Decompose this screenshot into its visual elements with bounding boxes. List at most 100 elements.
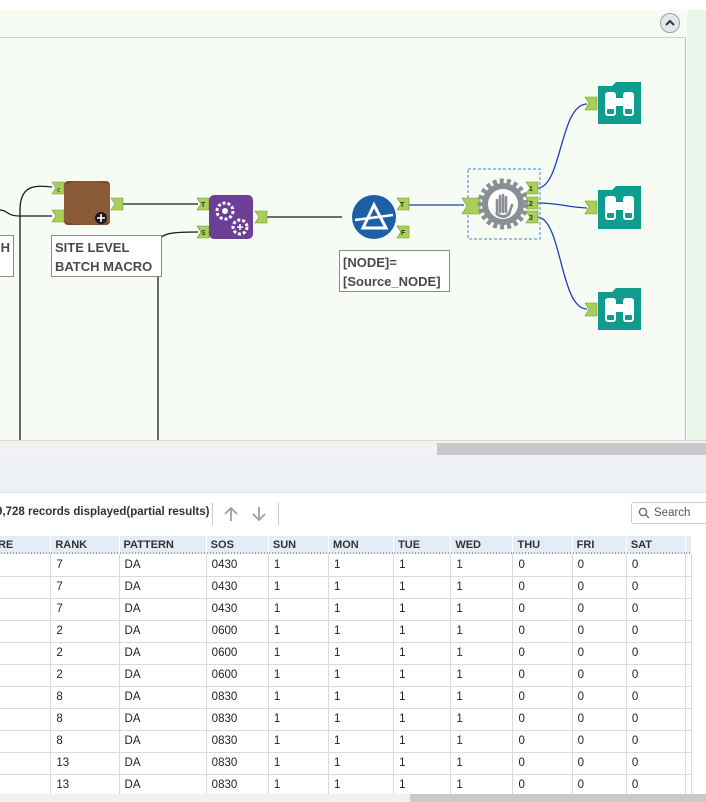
table-cell[interactable]: 0 [572, 554, 627, 577]
table-cell[interactable]: 0600 [206, 642, 269, 665]
table-cell[interactable]: 0430 [206, 576, 269, 599]
table-cell[interactable]: DA [119, 664, 207, 687]
table-cell[interactable]: 1 [450, 774, 514, 794]
column-header[interactable]: TUE [393, 536, 452, 554]
grid-horizontal-scrollbar[interactable] [0, 794, 706, 802]
table-cell[interactable]: 1 [328, 752, 395, 775]
column-header[interactable]: WED [450, 536, 514, 554]
table-cell[interactable]: 0 [572, 642, 627, 665]
table-cell[interactable]: 1 [328, 642, 395, 665]
table-cell[interactable]: 0 [512, 686, 573, 709]
table-cell[interactable] [0, 642, 52, 665]
table-cell[interactable]: 0 [572, 708, 627, 731]
table-cell[interactable]: 2 [50, 664, 120, 687]
anchor-block-out-2[interactable] [525, 196, 539, 210]
table-cell[interactable]: 0 [626, 554, 686, 577]
table-cell[interactable]: 0 [626, 642, 686, 665]
table-cell[interactable]: 1 [450, 554, 514, 577]
table-cell[interactable]: 1 [393, 620, 452, 643]
table-cell[interactable]: 0600 [206, 664, 269, 687]
table-cell[interactable]: 1 [450, 730, 514, 753]
table-cell[interactable]: 0 [626, 752, 686, 775]
table-cell[interactable]: 8 [50, 686, 120, 709]
browse-tool-3[interactable] [584, 288, 641, 330]
anchor-macro-in-c[interactable] [51, 181, 65, 195]
anchor-macro-in-2[interactable] [51, 209, 65, 223]
table-cell[interactable]: DA [119, 730, 207, 753]
table-cell[interactable]: 0 [626, 708, 686, 731]
table-cell[interactable]: 1 [393, 752, 452, 775]
table-cell[interactable]: 1 [268, 774, 330, 794]
table-cell[interactable]: 1 [393, 686, 452, 709]
table-cell[interactable]: 1 [268, 752, 330, 775]
browse-tool-1[interactable] [584, 82, 641, 124]
anchor-join-out[interactable] [254, 210, 268, 224]
column-header[interactable]: SAT [626, 536, 686, 554]
table-cell[interactable] [0, 686, 52, 709]
table-cell[interactable]: 0 [626, 664, 686, 687]
column-header[interactable]: SOS [206, 536, 269, 554]
table-cell[interactable]: 1 [450, 620, 514, 643]
table-cell[interactable] [0, 554, 52, 577]
table-cell[interactable]: 13 [50, 752, 120, 775]
anchor-block-in[interactable] [461, 197, 481, 215]
table-cell[interactable]: 0600 [206, 620, 269, 643]
table-cell[interactable]: 0 [512, 576, 573, 599]
block-until-done-tool[interactable]: 1 2 3 [461, 168, 541, 240]
anchor-block-out-1[interactable] [525, 181, 539, 195]
table-cell[interactable]: 0430 [206, 554, 269, 577]
table-cell[interactable]: 1 [328, 774, 395, 794]
site-level-macro-tool[interactable]: c [51, 181, 124, 225]
table-cell[interactable]: 1 [268, 598, 330, 621]
table-cell[interactable] [0, 598, 52, 621]
anchor-block-out-3[interactable] [525, 210, 539, 224]
table-cell[interactable]: 1 [393, 554, 452, 577]
table-cell[interactable]: DA [119, 752, 207, 775]
arrow-down-icon[interactable] [248, 503, 270, 525]
column-header[interactable]: PATTERN [119, 536, 207, 554]
table-cell[interactable] [0, 774, 52, 794]
table-cell[interactable]: 8 [50, 708, 120, 731]
table-cell[interactable]: 7 [50, 576, 120, 599]
table-cell[interactable]: 0 [512, 774, 573, 794]
table-cell[interactable]: 1 [450, 708, 514, 731]
table-cell[interactable]: DA [119, 554, 207, 577]
table-cell[interactable]: 1 [393, 598, 452, 621]
table-cell[interactable]: DA [119, 576, 207, 599]
table-cell[interactable]: 1 [450, 598, 514, 621]
table-cell[interactable] [0, 576, 52, 599]
table-cell[interactable]: 0 [512, 730, 573, 753]
table-cell[interactable]: 0 [572, 598, 627, 621]
table-cell[interactable]: DA [119, 686, 207, 709]
table-cell[interactable] [0, 752, 52, 775]
table-cell[interactable]: 1 [393, 730, 452, 753]
filter-tool[interactable]: T F [352, 195, 410, 239]
anchor-join-t[interactable] [196, 197, 210, 211]
column-header[interactable]: MON [328, 536, 395, 554]
table-cell[interactable]: 0 [572, 664, 627, 687]
table-cell[interactable]: 1 [268, 708, 330, 731]
table-cell[interactable]: 1 [268, 642, 330, 665]
table-cell[interactable]: 0830 [206, 752, 269, 775]
column-header[interactable]: RANK [50, 536, 120, 554]
table-cell[interactable]: 1 [328, 576, 395, 599]
table-cell[interactable]: 1 [268, 554, 330, 577]
table-cell[interactable]: 1 [268, 686, 330, 709]
workflow-canvas[interactable]: c T S [0, 0, 706, 440]
table-cell[interactable]: 0 [572, 774, 627, 794]
table-cell[interactable]: 1 [328, 598, 395, 621]
table-cell[interactable]: 1 [450, 642, 514, 665]
search-input[interactable]: Search [631, 502, 706, 524]
table-cell[interactable]: 13 [50, 774, 120, 794]
table-cell[interactable] [0, 730, 52, 753]
arrow-up-icon[interactable] [220, 503, 242, 525]
table-cell[interactable] [0, 620, 52, 643]
